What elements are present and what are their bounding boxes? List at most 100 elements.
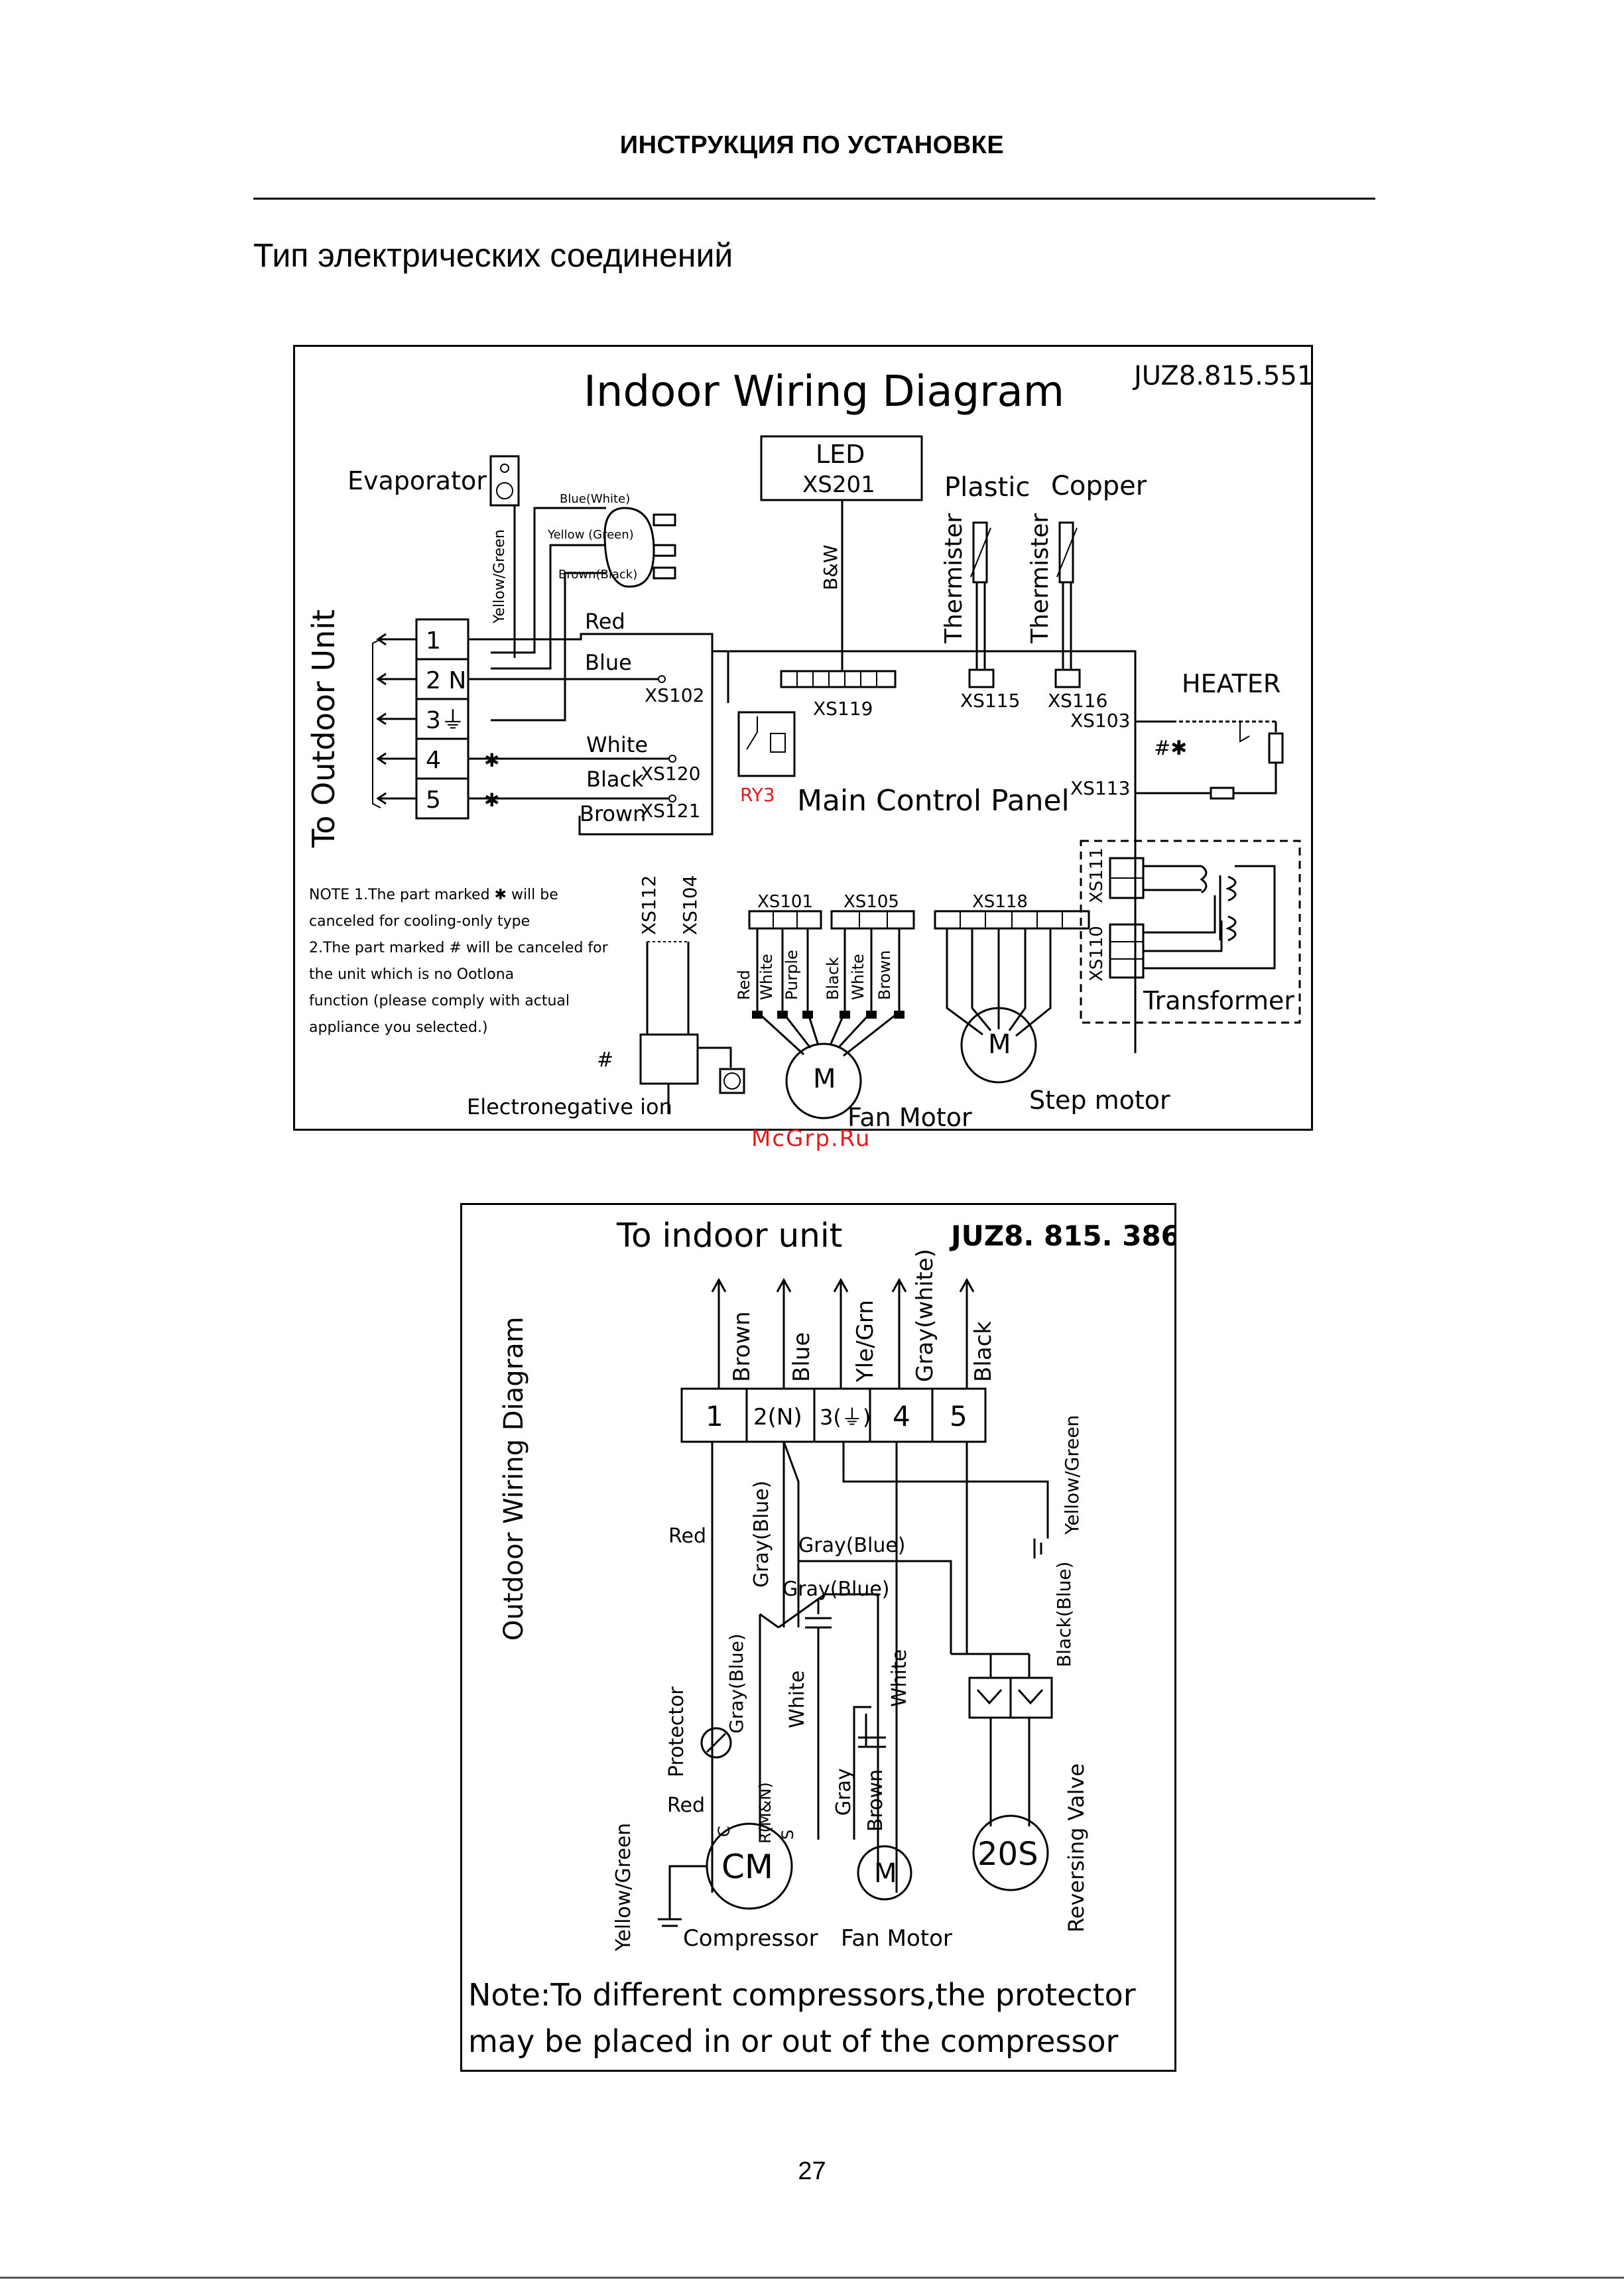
outdoor-wiring-diagram: To indoor unit JUZ8. 815. 386 Outdoor Wi…: [460, 1203, 1176, 2072]
outdoor-gray-label: Gray: [832, 1768, 855, 1816]
page-number: 27: [798, 2157, 826, 2185]
wire-red-label: Red: [585, 609, 625, 634]
outdoor-code: JUZ8. 815. 386: [949, 1220, 1176, 1252]
outdoor-white-2: White: [888, 1649, 911, 1707]
compressor-cm: CM: [721, 1848, 773, 1886]
brown-black-label: Brown(Black): [558, 568, 637, 582]
xs118-label: XS118: [972, 892, 1028, 912]
watermark: McGrp.Ru: [751, 1125, 871, 1152]
outdoor-side-title: Outdoor Wiring Diagram: [499, 1316, 529, 1641]
xs103-label: XS103: [1070, 710, 1130, 731]
outdoor-gray-blue-4: Gray(Blue): [725, 1633, 747, 1734]
main-panel-label: Main Control Panel: [797, 784, 1070, 818]
outdoor-red-2: Red: [667, 1794, 705, 1817]
outdoor-terminal-5: 5: [950, 1400, 968, 1432]
note-line-5: function (please comply with actual: [309, 993, 570, 1009]
note-line-4: the unit which is no Ootlona: [309, 966, 514, 983]
outdoor-yellow-green-left: Yellow/Green: [612, 1823, 635, 1952]
outdoor-fan-motor-m: M: [874, 1858, 897, 1889]
indoor-fan-motor-m: M: [813, 1064, 836, 1094]
note-line-3: 2.The part marked # will be canceled for: [309, 940, 609, 956]
ion-label: Electronegative ion: [467, 1094, 672, 1119]
outdoor-terminal-4: 4: [893, 1400, 910, 1432]
indoor-fan-motor-symbol: [785, 1043, 862, 1119]
indoor-fan-motor-label: Fan Motor: [847, 1103, 972, 1131]
xs111-label: XS111: [1087, 848, 1107, 903]
indoor-wiring-diagram: Indoor Wiring Diagram JUZ8.815.551 LED X…: [293, 345, 1313, 1131]
compressor-rmn: R(M&N): [756, 1782, 775, 1844]
fan-wire-white-2: White: [849, 954, 867, 1000]
wire-black-label: Black: [586, 767, 644, 792]
fan-wire-purple: Purple: [782, 950, 801, 1000]
xs101-connector: [748, 910, 822, 930]
note-line-1: NOTE 1.The part marked ✱ will be: [309, 887, 558, 903]
yellow-green-label: Yellow (Green): [547, 528, 634, 542]
star-5: ✱: [484, 789, 499, 811]
xs201-label: XS201: [802, 472, 875, 498]
note-line-6: appliance you selected.): [309, 1019, 488, 1036]
fan-wire-brown: Brown: [875, 950, 894, 1000]
indoor-title: Indoor Wiring Diagram: [584, 367, 1064, 416]
outdoor-wire-blue: Blue: [788, 1332, 815, 1382]
ry3-relay: [737, 711, 796, 777]
xs101-label: XS101: [757, 892, 813, 912]
outdoor-wire-black: Black: [970, 1321, 997, 1382]
xs116-label: XS116: [1048, 690, 1107, 712]
step-motor-m: M: [988, 1029, 1011, 1060]
outdoor-yellow-green-right: Yellow/Green: [1061, 1415, 1083, 1535]
indoor-terminal-3: 3⏚: [426, 707, 465, 734]
outdoor-note-line-1: Note:To different compressors,the protec…: [468, 1977, 1136, 2013]
wire-brown-label: Brown: [580, 801, 646, 826]
plastic-label: Plastic: [944, 472, 1030, 503]
ion-hash: #: [597, 1048, 613, 1072]
xs104-label: XS104: [679, 875, 701, 935]
page-header: ИНСТРУКЦИЯ ПО УСТАНОВКЕ: [619, 131, 1005, 159]
xs112-label: XS112: [638, 875, 660, 935]
header-rule: [253, 198, 1375, 200]
xs102-label: XS102: [645, 684, 704, 706]
xs120-label: XS120: [641, 763, 700, 785]
indoor-terminal-1: 1: [426, 627, 441, 655]
compressor-label: Compressor: [683, 1925, 818, 1952]
ry3-label: RY3: [740, 784, 775, 806]
bw-label: B&W: [820, 544, 842, 590]
fan-wire-red: Red: [735, 970, 753, 1000]
reversing-valve-label: Reversing Valve: [1064, 1763, 1089, 1933]
outdoor-gray-blue-1: Gray(Blue): [750, 1480, 773, 1588]
step-motor-symbol: [960, 1007, 1037, 1084]
wire-blue-label: Blue: [585, 650, 632, 675]
xs119-label: XS119: [813, 698, 873, 720]
led-label: LED: [816, 440, 865, 469]
outdoor-gray-blue-3: Gray(Blue): [782, 1578, 890, 1601]
outdoor-note-line-2: may be placed in or out of the compresso…: [468, 2023, 1119, 2059]
heater-hash-star: #✱: [1154, 737, 1187, 760]
reversing-valve-20s: 20S: [977, 1836, 1038, 1873]
xs105-connector: [830, 910, 915, 930]
xs115-label: XS115: [960, 690, 1020, 712]
heater-label: HEATER: [1182, 669, 1280, 698]
xs121-label: XS121: [641, 800, 700, 822]
xs113-label: XS113: [1070, 777, 1130, 799]
yellow-green-vertical: Yellow/Green: [491, 529, 508, 624]
fan-wire-black: Black: [824, 957, 842, 1000]
reversing-valve-symbol: [972, 1814, 1049, 1891]
evaporator-ground-box: [489, 455, 520, 507]
transformer-dashed-box: [1080, 840, 1301, 1024]
star-4: ✱: [484, 749, 499, 771]
outdoor-gray-blue-2: Gray(Blue): [798, 1534, 906, 1557]
xs110-label: XS110: [1087, 926, 1107, 982]
indoor-terminal-4: 4: [426, 747, 441, 774]
blue-white-label: Blue(White): [560, 492, 630, 506]
wire-white-label: White: [586, 732, 648, 757]
fan-wire-white-1: White: [757, 954, 776, 1000]
compressor-s: S: [779, 1830, 797, 1840]
xs116-connector: [1054, 668, 1081, 688]
indoor-terminal-2: 2 N: [426, 667, 466, 694]
outdoor-fan-motor-label: Fan Motor: [841, 1925, 952, 1952]
outdoor-wire-gray-white: Gray(white): [912, 1249, 938, 1382]
outdoor-terminal-2: 2(N): [753, 1404, 802, 1430]
thermister-2-label: Thermister: [1027, 513, 1054, 644]
step-motor-label: Step motor: [1029, 1086, 1170, 1115]
outdoor-wire-yle-grn: Yle/Grn: [852, 1300, 879, 1383]
outdoor-terminal-1: 1: [706, 1400, 723, 1432]
